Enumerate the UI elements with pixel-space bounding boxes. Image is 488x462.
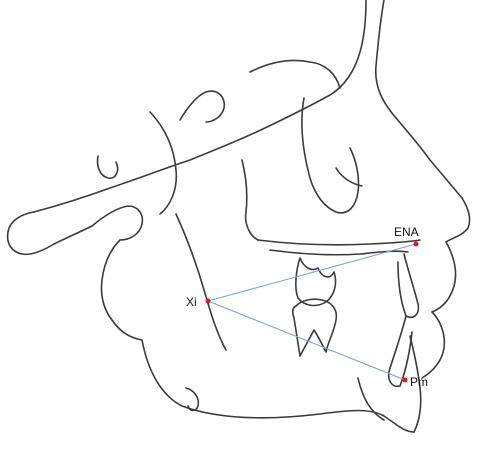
landmark-ena-point [414,242,419,247]
skull-tracing [8,0,470,432]
nasal-profile [446,198,470,242]
lower-molar [293,299,337,356]
landmark-xi-point [206,299,211,304]
upper-incisor [398,254,418,317]
ramus-posterior [112,320,142,340]
line-xi-ena [208,244,416,301]
sphenoid-contour [150,112,176,214]
occipital-contour [8,212,92,254]
orbit-outline [302,98,359,213]
pterygomaxillary-fissure [242,160,258,240]
sella-contour [180,91,224,122]
landmark-pm-label: Pm [410,375,428,389]
upper-molar [296,258,336,305]
condyle-contour [101,240,120,320]
mastoid-contour [92,206,142,240]
anterior-cranial-outline [376,0,462,198]
cranial-base-outline [34,0,366,212]
lower-incisor [389,316,412,386]
clivus-contour [250,60,340,88]
hyoid [186,388,198,411]
landmark-xi-label: Xi [186,295,197,309]
landmark-pm-point [403,378,408,383]
landmark-ena-label: ENA [394,225,419,239]
line-xi-pm [208,301,405,380]
upper-lip [432,242,456,312]
palatal-plane [258,240,420,245]
ear-rod [97,156,117,178]
lower-lip [422,312,444,378]
measurement-lines [208,244,416,380]
mandible-outline [142,340,414,432]
mandible-ramus-anterior [176,214,226,350]
